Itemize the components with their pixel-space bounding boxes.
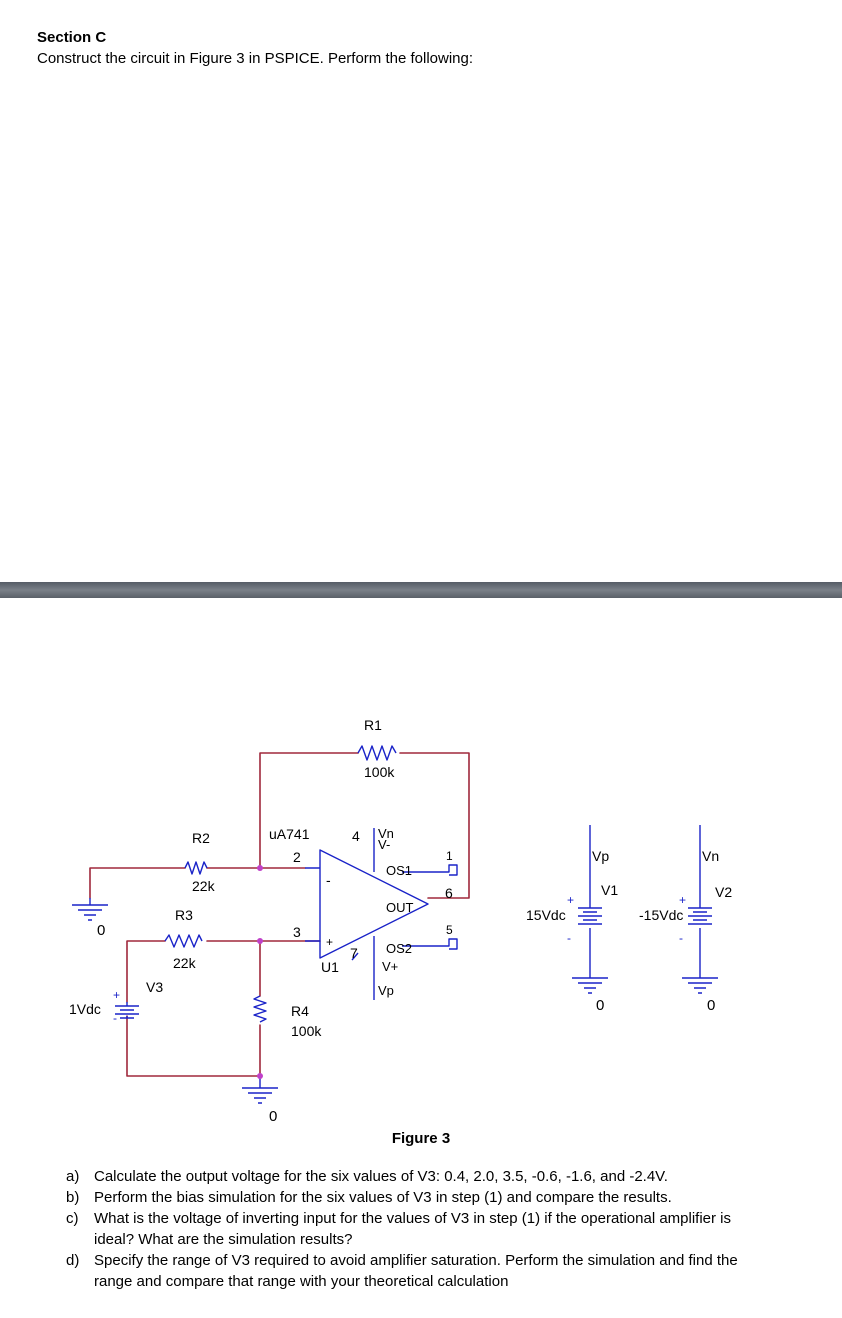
v2-battery-symbol bbox=[688, 825, 712, 968]
opamp-os2-label: OS2 bbox=[386, 941, 412, 956]
junction-ground bbox=[257, 1073, 263, 1079]
v1-minus-sign: - bbox=[567, 931, 571, 945]
circuit-schematic: + - + - + - R1 100k R2 22k R3 22k R4 100… bbox=[69, 717, 732, 1125]
v2-minus-sign: - bbox=[679, 931, 683, 945]
r4-resistor-symbol bbox=[253, 995, 267, 1023]
header: Section C Construct the circuit in Figur… bbox=[37, 28, 473, 70]
opamp-triangle bbox=[319, 849, 429, 959]
ground-r4-symbol bbox=[242, 1076, 278, 1104]
v1-name: V1 bbox=[601, 882, 618, 898]
v3-value: 1Vdc bbox=[69, 1001, 101, 1017]
question-item: a) Calculate the output voltage for the … bbox=[66, 1166, 766, 1187]
question-letter: b) bbox=[66, 1189, 80, 1206]
opamp-pin3: 3 bbox=[293, 924, 301, 940]
opamp-vminus-label: V- bbox=[378, 837, 390, 852]
section-title: Section C bbox=[37, 29, 107, 46]
question-text: Perform the bias simulation for the six … bbox=[94, 1189, 672, 1206]
junction-r3-r4 bbox=[257, 938, 263, 944]
question-text: Calculate the output voltage for the six… bbox=[94, 1168, 668, 1185]
v3-battery-symbol bbox=[115, 1002, 139, 1019]
opamp-pin5: 5 bbox=[446, 923, 453, 937]
wire-feedback bbox=[259, 752, 470, 899]
opamp-os2-lead bbox=[402, 938, 458, 950]
opamp-input-leads bbox=[305, 867, 320, 942]
r3-value: 22k bbox=[173, 955, 197, 971]
v2-value: -15Vdc bbox=[639, 907, 683, 923]
ground-left-symbol bbox=[72, 898, 108, 921]
ground-v2-label: 0 bbox=[707, 997, 715, 1014]
opamp-vp-net: Vp bbox=[378, 983, 394, 998]
v2-name: V2 bbox=[715, 884, 732, 900]
r1-name: R1 bbox=[364, 717, 382, 733]
opamp-vn-net: Vn bbox=[378, 826, 394, 841]
ground-left-label: 0 bbox=[97, 922, 105, 939]
v1-value: 15Vdc bbox=[526, 907, 566, 923]
r4-value: 100k bbox=[291, 1023, 322, 1039]
opamp-model: uA741 bbox=[269, 826, 310, 842]
question-letter: a) bbox=[66, 1168, 80, 1185]
r2-name: R2 bbox=[192, 830, 210, 846]
wire-r2 bbox=[89, 867, 306, 899]
question-text: What is the voltage of inverting input f… bbox=[94, 1210, 732, 1248]
question-text: Specify the range of V3 required to avoi… bbox=[94, 1252, 738, 1290]
v1-net-label: Vp bbox=[592, 848, 609, 864]
wire-ground bbox=[126, 1015, 261, 1077]
v3-minus-sign: - bbox=[113, 1011, 117, 1025]
r2-value: 22k bbox=[192, 878, 216, 894]
question-item: b) Perform the bias simulation for the s… bbox=[66, 1187, 766, 1208]
question-letter: d) bbox=[66, 1252, 80, 1269]
question-list: a) Calculate the output voltage for the … bbox=[66, 1166, 766, 1292]
junction-inverting bbox=[257, 865, 263, 871]
ground-v2-symbol bbox=[682, 968, 718, 994]
opamp-plus-sign: + bbox=[326, 935, 333, 949]
opamp-pin1: 1 bbox=[446, 849, 453, 863]
r3-name: R3 bbox=[175, 907, 193, 923]
opamp-pin2: 2 bbox=[293, 849, 301, 865]
opamp-os1-lead bbox=[402, 864, 458, 876]
v3-name: V3 bbox=[146, 979, 163, 995]
opamp-os1-label: OS1 bbox=[386, 863, 412, 878]
figure-caption: Figure 3 bbox=[391, 1130, 451, 1147]
opamp-pin7-tick bbox=[351, 952, 359, 961]
r1-value: 100k bbox=[364, 764, 395, 780]
v2-plus-sign: + bbox=[679, 893, 686, 907]
opamp-vplus-label: V+ bbox=[382, 959, 398, 974]
question-letter: c) bbox=[66, 1210, 79, 1227]
v1-battery-symbol bbox=[578, 825, 602, 968]
r2-resistor-symbol bbox=[184, 861, 208, 875]
opamp-pin4: 4 bbox=[352, 828, 360, 844]
v2-net-label: Vn bbox=[702, 848, 719, 864]
question-item: d) Specify the range of V3 required to a… bbox=[66, 1250, 766, 1292]
r1-resistor-symbol bbox=[357, 745, 397, 761]
opamp-minus-sign: - bbox=[326, 872, 331, 888]
opamp-pin7: 7 bbox=[350, 945, 358, 961]
question-item: c) What is the voltage of inverting inpu… bbox=[66, 1208, 766, 1250]
ground-v1-label: 0 bbox=[596, 997, 604, 1014]
v1-plus-sign: + bbox=[567, 893, 574, 907]
intro-text: Construct the circuit in Figure 3 in PSP… bbox=[37, 50, 474, 67]
r4-name: R4 bbox=[291, 1003, 309, 1019]
ground-v1-symbol bbox=[572, 968, 608, 994]
wire-r3 bbox=[126, 940, 321, 1003]
ground-r4-label: 0 bbox=[269, 1108, 277, 1125]
opamp-out-label: OUT bbox=[386, 900, 414, 915]
divider-bar bbox=[0, 582, 842, 598]
opamp-ref: U1 bbox=[321, 959, 339, 975]
opamp-pin6: 6 bbox=[445, 885, 453, 901]
v3-plus-sign: + bbox=[113, 988, 120, 1002]
r3-resistor-symbol bbox=[164, 934, 203, 948]
